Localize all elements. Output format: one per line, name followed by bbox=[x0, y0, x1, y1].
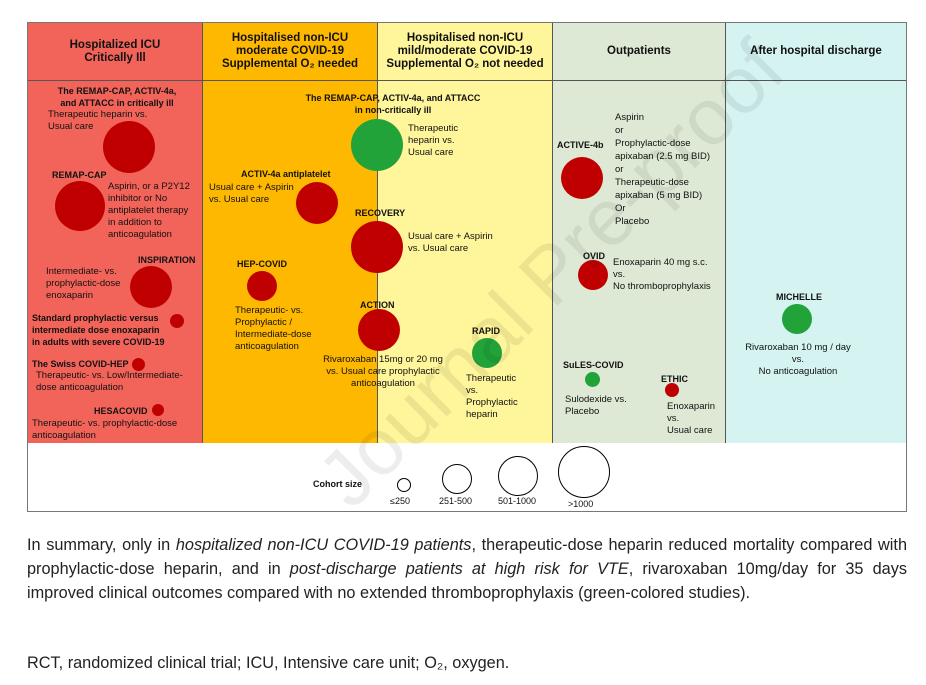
study-title: ETHIC bbox=[661, 374, 688, 384]
legend-label: >1000 bbox=[568, 499, 594, 509]
study-title: MICHELLE bbox=[776, 292, 822, 302]
column-outpatients: Outpatients ACTIVE-4b Aspirin or Prophyl… bbox=[553, 23, 726, 443]
study-circle-remap-cap bbox=[55, 181, 105, 231]
column-header-discharge: After hospital discharge bbox=[726, 23, 906, 81]
study-circle-action bbox=[358, 309, 400, 351]
study-title: RAPID bbox=[472, 326, 501, 336]
study-title: ACTION bbox=[360, 300, 395, 310]
diagram-frame: Hospitalized ICU Critically Ill The REMA… bbox=[27, 22, 907, 512]
study-desc: Enoxaparin 40 mg s.c. vs. No thromboprop… bbox=[613, 257, 711, 292]
study-circle-hesacovid bbox=[152, 404, 164, 416]
study-title: The Swiss COVID-HEP bbox=[32, 359, 129, 369]
study-title: RECOVERY bbox=[355, 208, 406, 218]
study-title: SuLES-COVID bbox=[563, 360, 624, 370]
study-desc: Therapeutic heparin vs. Usual care bbox=[48, 109, 148, 132]
study-circle-standard bbox=[170, 314, 184, 328]
study-circle-activ4a bbox=[296, 182, 338, 224]
legend-circle-1000 bbox=[498, 456, 538, 496]
study-desc: Usual care + Aspirin vs. Usual care bbox=[209, 182, 294, 205]
study-desc: Aspirin, or a P2Y12 inhibitor or No anti… bbox=[108, 181, 190, 240]
study-desc: Rivaroxaban 15mg or 20 mg vs. Usual care… bbox=[323, 354, 443, 389]
legend-circle-500 bbox=[442, 464, 472, 494]
column-discharge: After hospital discharge MICHELLE Rivaro… bbox=[726, 23, 906, 443]
study-title: OVID bbox=[583, 251, 606, 261]
legend-circle-250 bbox=[397, 478, 411, 492]
column-moderate: Hospitalised non-ICU moderate COVID-19 S… bbox=[203, 23, 378, 443]
study-desc: Therapeutic- vs. Prophylactic / Intermed… bbox=[235, 305, 312, 352]
study-circle-swiss bbox=[132, 358, 145, 371]
study-circle-michelle bbox=[782, 304, 812, 334]
study-circle-remap-nci bbox=[351, 119, 403, 171]
study-desc: Intermediate- vs. prophylactic-dose enox… bbox=[46, 266, 121, 301]
column-header-outpatients: Outpatients bbox=[553, 23, 725, 81]
caption-abbreviations: RCT, randomized clinical trial; ICU, Int… bbox=[27, 654, 510, 672]
column-icu: Hospitalized ICU Critically Ill The REMA… bbox=[28, 23, 203, 443]
study-desc: Enoxaparin vs. Usual care bbox=[667, 401, 716, 436]
study-circle-recovery bbox=[351, 221, 403, 273]
study-circle-active4b bbox=[561, 157, 603, 199]
study-title: REMAP-CAP bbox=[52, 170, 107, 180]
study-circle-remap-ci bbox=[103, 121, 155, 173]
study-circle-rapid bbox=[472, 338, 502, 368]
study-desc: Therapeutic vs. Prophylactic heparin bbox=[466, 373, 518, 420]
study-title: ACTIVE-4b bbox=[557, 140, 604, 150]
study-desc: Therapeutic- vs. prophylactic-dose antic… bbox=[32, 418, 178, 441]
legend-label: 251-500 bbox=[439, 496, 473, 506]
study-title: ACTIV-4a antiplatelet bbox=[241, 169, 331, 179]
study-circle-ovid bbox=[578, 260, 608, 290]
study-desc: Sulodexide vs. Placebo bbox=[565, 394, 627, 417]
caption-summary: In summary, only in hospitalized non-ICU… bbox=[27, 536, 907, 602]
study-title: HESACOVID bbox=[94, 406, 148, 416]
legend-title: Cohort size bbox=[313, 479, 363, 489]
column-mild: Hospitalised non-ICU mild/moderate COVID… bbox=[378, 23, 553, 443]
study-title: Standard prophylactic versus intermediat… bbox=[32, 313, 165, 347]
study-desc: Usual care + Aspirin vs. Usual care bbox=[408, 231, 493, 254]
study-title: HEP-COVID bbox=[237, 259, 288, 269]
study-desc: Therapeutic heparin vs. Usual care bbox=[408, 123, 459, 158]
column-header-icu: Hospitalized ICU Critically Ill bbox=[28, 23, 202, 81]
study-circle-inspiration bbox=[130, 266, 172, 308]
study-title: The REMAP-CAP, ACTIV-4a, and ATTACC in n… bbox=[305, 93, 481, 115]
column-header-moderate: Hospitalised non-ICU moderate COVID-19 S… bbox=[203, 23, 377, 81]
study-title: The REMAP-CAP, ACTIV-4a, and ATTACC in c… bbox=[57, 86, 177, 108]
study-desc: Rivaroxaban 10 mg / day vs. No anticoagu… bbox=[745, 342, 851, 377]
study-circle-hep-covid bbox=[247, 271, 277, 301]
column-header-mild: Hospitalised non-ICU mild/moderate COVID… bbox=[378, 23, 552, 81]
study-desc: Therapeutic- vs. Low/Intermediate- dose … bbox=[36, 370, 183, 393]
study-desc: Aspirin or Prophylactic-dose apixaban (2… bbox=[615, 112, 711, 227]
study-title: INSPIRATION bbox=[138, 255, 196, 265]
legend-circle-over1000 bbox=[558, 446, 610, 498]
legend-label: ≤250 bbox=[390, 496, 410, 506]
study-circle-sules bbox=[585, 372, 600, 387]
legend-label: 501-1000 bbox=[498, 496, 537, 506]
study-circle-ethic bbox=[665, 383, 679, 397]
